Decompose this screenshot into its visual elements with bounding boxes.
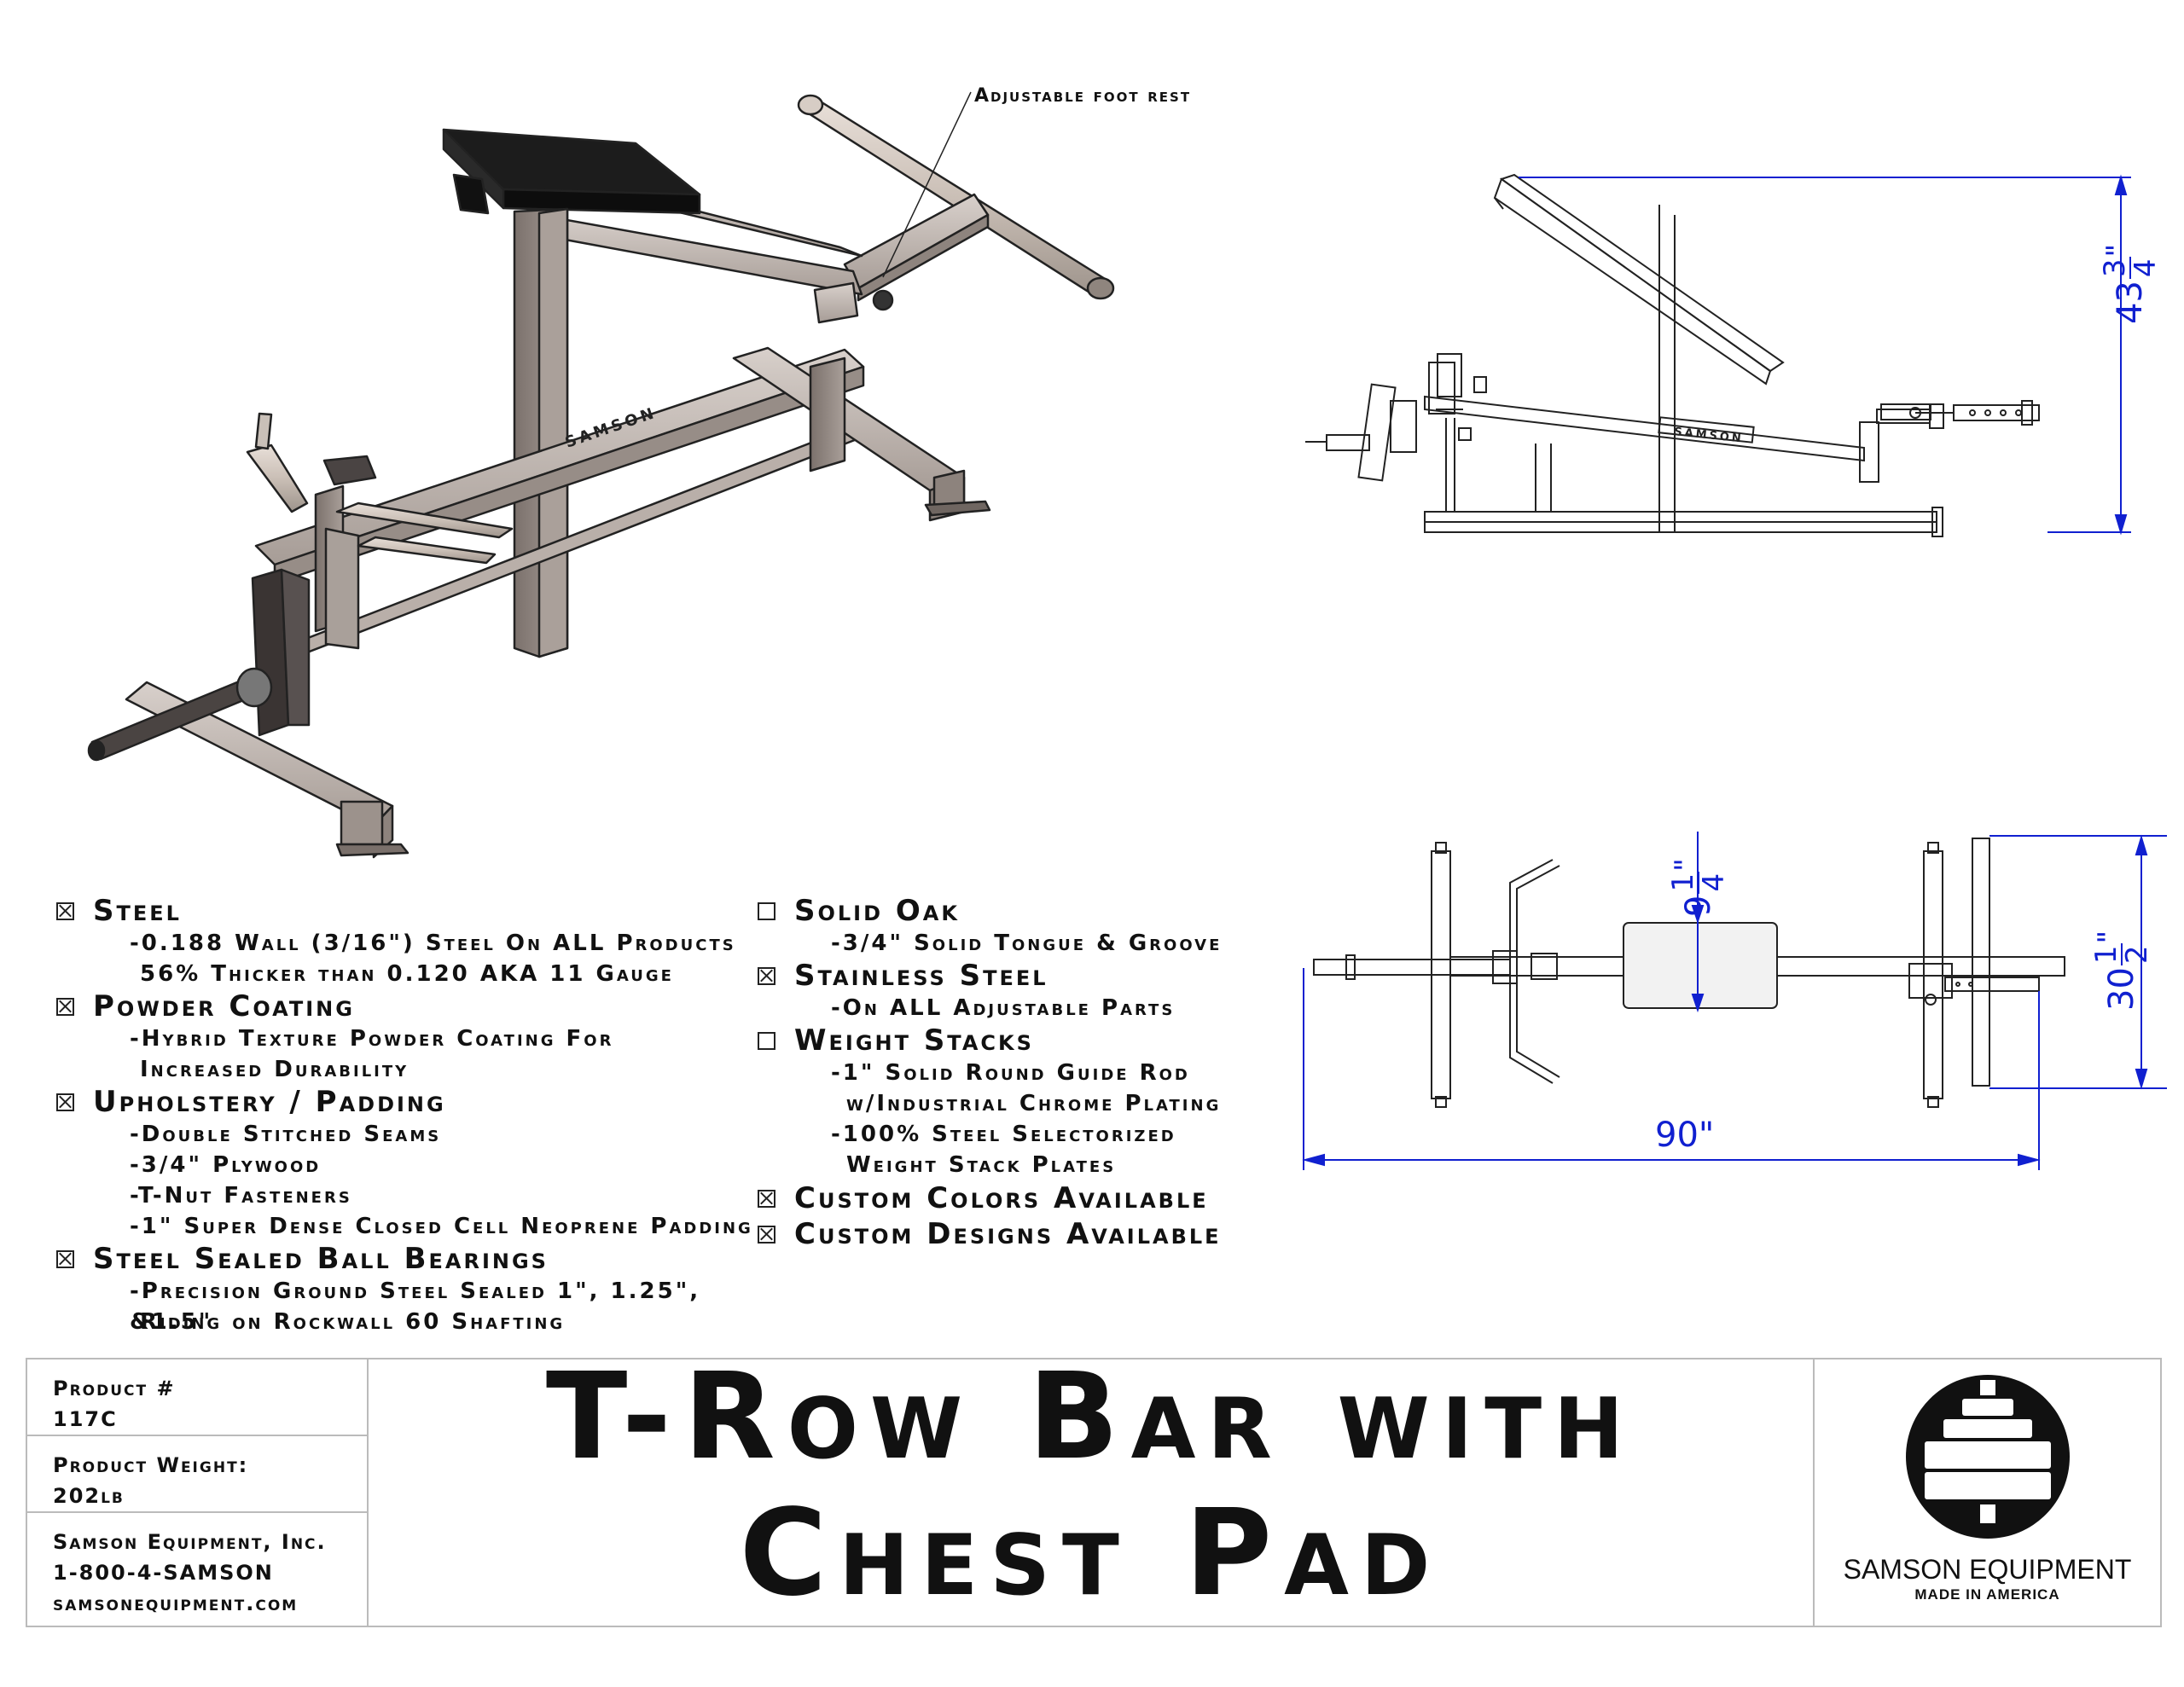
spec-line: -T-Nut Fasteners <box>130 1183 352 1209</box>
spec-label: Weight Stacks <box>794 1023 1034 1058</box>
spec-line: -Double Stitched Seams <box>130 1122 442 1147</box>
pad-numerator: 1 <box>1666 871 1700 894</box>
spec-label: Powder Coating <box>93 989 355 1023</box>
product-weight-label: Product Weight: <box>53 1453 249 1477</box>
spec-label: Stainless Steel <box>794 959 1048 993</box>
product-number-cell: Product # 117C <box>27 1359 369 1436</box>
spec-line: -1" Solid Round Guide Rod <box>831 1060 1190 1086</box>
spec-label: Solid Oak <box>794 894 960 928</box>
spec-weight-stacks: Weight Stacks -1" Solid Round Guide Rod … <box>758 1023 1287 1180</box>
spec-steel: Steel -0.188 Wall (3/16") Steel On ALL P… <box>56 894 764 989</box>
width-whole: 30 <box>2102 967 2141 1011</box>
spec-line: -Precision Ground Steel Sealed 1", 1.25"… <box>130 1278 701 1335</box>
width-inch-mark: " <box>2092 930 2126 944</box>
spec-custom-colors: Custom Colors Available <box>758 1180 1287 1216</box>
checkbox-checked-icon <box>758 1189 775 1208</box>
spec-ball-bearings: Steel Sealed Ball Bearings -Precision Gr… <box>56 1242 764 1337</box>
side-view: SAMSON <box>1305 173 2131 537</box>
spec-line: -3/4" Plywood <box>130 1152 322 1178</box>
checkbox-checked-icon <box>56 901 74 920</box>
height-dimension: 43 3 4 " <box>2098 243 2163 324</box>
height-whole: 43 <box>2111 281 2150 324</box>
spec-label: Steel Sealed Ball Bearings <box>93 1242 549 1276</box>
spec-line: 56% Thicker than 0.120 AKA 11 Gauge <box>140 961 674 987</box>
checkbox-checked-icon <box>758 966 775 985</box>
logo-tagline: MADE IN AMERICA <box>1914 1586 2060 1603</box>
width-numerator: 1 <box>2089 943 2123 966</box>
pad-whole: 9 <box>1679 895 1718 917</box>
logo-cell: SAMSON EQUIPMENT MADE IN AMERICA <box>1815 1359 2160 1626</box>
spec-line: w/Industrial Chrome Plating <box>846 1091 1222 1116</box>
logo-name: SAMSON EQUIPMENT <box>1843 1554 2132 1585</box>
product-title-line-1: T-Row Bar with <box>545 1348 1636 1487</box>
spec-line: Weight Stack Plates <box>846 1152 1117 1178</box>
spec-line: Increased Durability <box>140 1057 410 1082</box>
product-title-line-2: Chest Pad <box>739 1484 1443 1623</box>
company-website: samsonequipment.com <box>53 1591 299 1615</box>
checkbox-empty-icon <box>758 1031 775 1050</box>
width-denominator: 2 <box>2120 945 2154 965</box>
spec-stainless-steel: Stainless Steel -On ALL Adjustable Parts <box>758 959 1287 1023</box>
spec-line: -Hybrid Texture Powder Coating For <box>130 1026 614 1052</box>
product-number-label: Product # <box>53 1377 176 1400</box>
product-weight-value: 202lb <box>53 1484 125 1508</box>
product-number-value: 117C <box>53 1407 118 1431</box>
title-block: Product # 117C Product Weight: 202lb Sam… <box>26 1349 2162 1627</box>
spec-label: Custom Colors Available <box>794 1181 1209 1215</box>
height-numerator: 3 <box>2098 257 2132 280</box>
top-view <box>1302 832 2167 1170</box>
spec-line: Riding on Rockwall 60 Shafting <box>140 1309 566 1335</box>
title-cell: T-Row Bar with Chest Pad <box>369 1349 1815 1626</box>
spec-custom-designs: Custom Designs Available <box>758 1216 1287 1252</box>
pad-dimension: 9 1 4 " <box>1666 858 1731 917</box>
spec-line: -On ALL Adjustable Parts <box>831 995 1176 1021</box>
spec-line: -1" Super Dense Closed Cell Neoprene Pad… <box>130 1214 753 1239</box>
spec-solid-oak: Solid Oak -3/4" Solid Tongue & Groove <box>758 894 1287 959</box>
pad-inch-mark: " <box>1669 858 1703 872</box>
spec-line: -100% Steel Selectorized <box>831 1122 1176 1147</box>
company-phone: 1-800-4-SAMSON <box>53 1561 274 1585</box>
spec-list-left: Steel -0.188 Wall (3/16") Steel On ALL P… <box>56 894 764 1337</box>
company-cell: Samson Equipment, Inc. 1-800-4-SAMSON sa… <box>27 1513 369 1626</box>
spec-label: Steel <box>93 894 182 928</box>
spec-upholstery: Upholstery / Padding -Double Stitched Se… <box>56 1085 764 1242</box>
checkbox-checked-icon <box>758 1225 775 1244</box>
samson-logo-icon <box>1906 1375 2070 1539</box>
spec-powder-coating: Powder Coating -Hybrid Texture Powder Co… <box>56 989 764 1085</box>
width-dimension: 30 1 2 " <box>2089 930 2154 1011</box>
spec-list-right: Solid Oak -3/4" Solid Tongue & Groove St… <box>758 894 1287 1252</box>
spec-line: -3/4" Solid Tongue & Groove <box>831 930 1223 956</box>
isometric-view: SAMSON <box>87 91 1115 859</box>
pad-denominator: 4 <box>1697 872 1731 892</box>
checkbox-checked-icon <box>56 997 74 1016</box>
height-denominator: 4 <box>2129 258 2163 278</box>
length-dimension: 90" <box>1655 1116 1715 1155</box>
checkbox-empty-icon <box>758 901 775 920</box>
spec-label: Upholstery / Padding <box>93 1085 446 1119</box>
checkbox-checked-icon <box>56 1093 74 1111</box>
company-name: Samson Equipment, Inc. <box>53 1530 327 1554</box>
callout-label: Adjustable foot rest <box>974 85 1192 107</box>
spec-label: Custom Designs Available <box>794 1217 1222 1251</box>
spec-line: -0.188 Wall (3/16") Steel On ALL Product… <box>130 930 736 956</box>
checkbox-checked-icon <box>56 1249 74 1268</box>
height-inch-mark: " <box>2100 243 2135 258</box>
product-weight-cell: Product Weight: 202lb <box>27 1436 369 1513</box>
